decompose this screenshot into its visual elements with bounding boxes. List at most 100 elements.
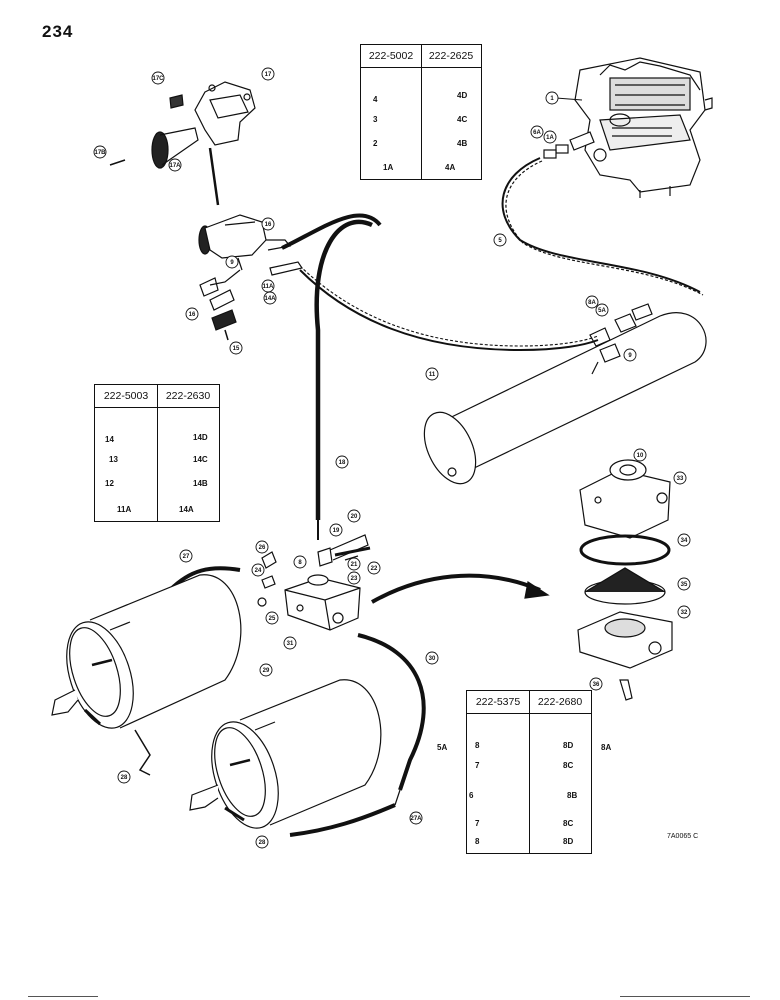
svg-text:27: 27 (183, 554, 190, 560)
kit-ref: 14C (193, 455, 208, 464)
callout-18: 18 (335, 455, 349, 469)
svg-text:21: 21 (351, 562, 358, 568)
svg-text:34: 34 (681, 538, 688, 544)
svg-text:11A: 11A (263, 284, 274, 290)
assembled-valve (198, 214, 303, 341)
svg-text:17: 17 (265, 72, 272, 78)
air-compressor (543, 57, 713, 198)
kit-ref: 4 (373, 95, 378, 104)
kit-ref: 7 (475, 761, 480, 770)
footer-rule-right (620, 996, 750, 997)
svg-text:25: 25 (269, 616, 276, 622)
callout-17a: 17A (168, 158, 182, 172)
svg-text:22: 22 (371, 566, 378, 572)
kit-part-number: 222-5002 (361, 45, 421, 68)
svg-text:24: 24 (255, 568, 262, 574)
svg-text:17C: 17C (152, 76, 164, 82)
exploded-view-arrow (371, 573, 550, 604)
callout-9-right: 9 (623, 348, 637, 362)
svg-text:9: 9 (230, 260, 234, 266)
svg-text:5: 5 (498, 238, 502, 244)
svg-text:32: 32 (681, 610, 688, 616)
callout-16-bottom: 16 (185, 307, 199, 321)
hose-30 (289, 633, 426, 837)
svg-text:1: 1 (550, 96, 554, 102)
callout-11: 11 (425, 367, 439, 381)
svg-text:30: 30 (429, 656, 436, 662)
svg-text:14A: 14A (264, 296, 276, 302)
kit-ref: 2 (373, 139, 378, 148)
callout-34: 34 (677, 533, 691, 547)
kit-ref: 8C (563, 819, 574, 828)
callout-28-bottom: 28 (255, 835, 269, 849)
callout-bubbles: 1 6A 1A 5 17 17C 17B 17A 16 9 11A 14A 16… (93, 67, 691, 849)
callout-29: 29 (259, 663, 273, 677)
callout-5: 5 (493, 233, 507, 247)
kit-part-number: 222-2680 (529, 691, 591, 714)
callout-17c: 17C (151, 71, 165, 85)
svg-text:19: 19 (333, 528, 340, 534)
kit-ident: 4A (445, 163, 456, 172)
kit-ref: 14B (193, 479, 208, 488)
svg-text:8: 8 (298, 560, 302, 566)
callout-35: 35 (677, 577, 691, 591)
svg-text:29: 29 (263, 668, 270, 674)
callout-5a: 5A (595, 303, 609, 317)
svg-text:36: 36 (593, 682, 600, 688)
kit-ref: 7 (475, 819, 480, 828)
kit-ident: 5A (437, 743, 448, 752)
kit-ref: 8B (567, 791, 578, 800)
callout-30: 30 (425, 651, 439, 665)
callout-33: 33 (673, 471, 687, 485)
svg-text:11: 11 (429, 372, 436, 378)
callout-23: 23 (347, 571, 361, 585)
kit-ident: 11A (117, 505, 132, 514)
kit-ref: 8 (475, 837, 480, 846)
kit-ref: 4D (457, 91, 468, 100)
kit-ref: 8 (475, 741, 480, 750)
callout-25: 25 (265, 611, 279, 625)
svg-text:16: 16 (265, 222, 272, 228)
kit-box-5a-8a: 222-5375 222-2680 8 7 6 7 8 8D 8C 8B 8C … (437, 690, 611, 854)
callout-11a: 11A (261, 279, 275, 293)
svg-text:28: 28 (259, 840, 266, 846)
callout-1a: 1A (543, 130, 557, 144)
callout-27: 27 (179, 549, 193, 563)
callout-16-top: 16 (261, 217, 275, 231)
svg-text:33: 33 (677, 476, 684, 482)
kit-ref: 14 (105, 435, 114, 444)
kit-ref: 14D (193, 433, 208, 442)
callout-8: 8 (293, 555, 307, 569)
callout-21: 21 (347, 557, 361, 571)
tube-5 (501, 157, 704, 296)
svg-text:35: 35 (681, 582, 688, 588)
kit-ref: 8D (563, 837, 574, 846)
callout-22: 22 (367, 561, 381, 575)
relay-valve (257, 534, 371, 631)
callout-15: 15 (229, 341, 243, 355)
callout-32: 32 (677, 605, 691, 619)
svg-text:17A: 17A (169, 163, 181, 169)
kit-ident: 1A (383, 163, 394, 172)
kit-ref: 4C (457, 115, 468, 124)
svg-text:5A: 5A (598, 308, 606, 314)
svg-text:17B: 17B (94, 150, 106, 156)
kit-ref: 8C (563, 761, 574, 770)
brake-chamber-lower (189, 679, 382, 829)
callout-9-left: 9 (225, 255, 239, 269)
callout-19: 19 (329, 523, 343, 537)
callout-17: 17 (261, 67, 275, 81)
callout-17b: 17B (93, 145, 107, 159)
kit-ref: 13 (109, 455, 118, 464)
relay-valve-exploded (577, 459, 673, 701)
svg-text:27A: 27A (410, 816, 422, 822)
callout-31: 31 (283, 636, 297, 650)
svg-text:1A: 1A (546, 135, 554, 141)
assembly-arrow (208, 147, 220, 206)
svg-text:23: 23 (351, 576, 358, 582)
callout-36: 36 (589, 677, 603, 691)
kit-ref: 3 (373, 115, 378, 124)
tube-11 (299, 265, 599, 352)
svg-text:8A: 8A (588, 300, 596, 306)
